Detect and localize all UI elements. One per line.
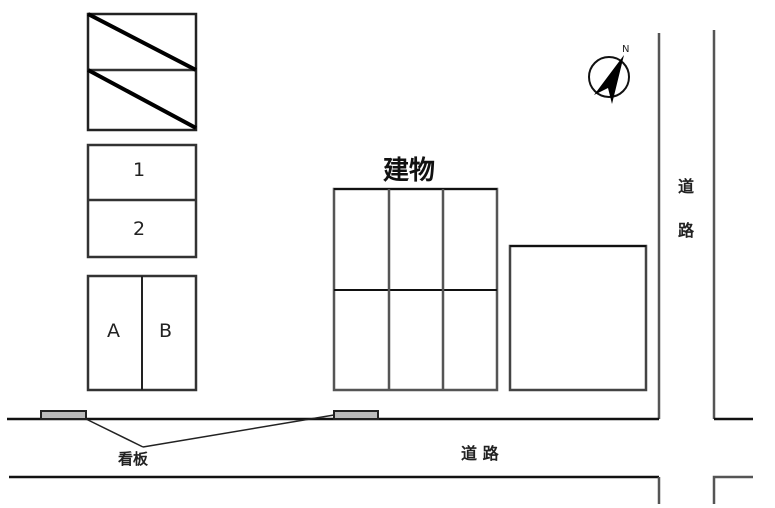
north-arrow-icon: N [588, 44, 630, 104]
parking-crossed-out [86, 12, 198, 132]
svg-text:N: N [622, 44, 629, 55]
signboards [40, 410, 379, 448]
parking-numbered [86, 143, 198, 259]
space-label-a: A [107, 320, 120, 342]
building-grid [332, 187, 499, 392]
parking-lettered [86, 274, 198, 392]
road-lines [7, 30, 753, 504]
building-label: 建物 [383, 156, 436, 186]
adjacent-building [508, 244, 648, 392]
space-label-b: B [159, 320, 173, 342]
road-label-horizontal: 道 路 [461, 444, 499, 463]
road-label-vertical-1: 道 [678, 177, 695, 196]
signboard-label: 看板 [118, 450, 149, 468]
road-label-vertical-2: 路 [678, 221, 695, 240]
space-label-1: 1 [133, 159, 146, 181]
space-label-2: 2 [133, 218, 146, 240]
